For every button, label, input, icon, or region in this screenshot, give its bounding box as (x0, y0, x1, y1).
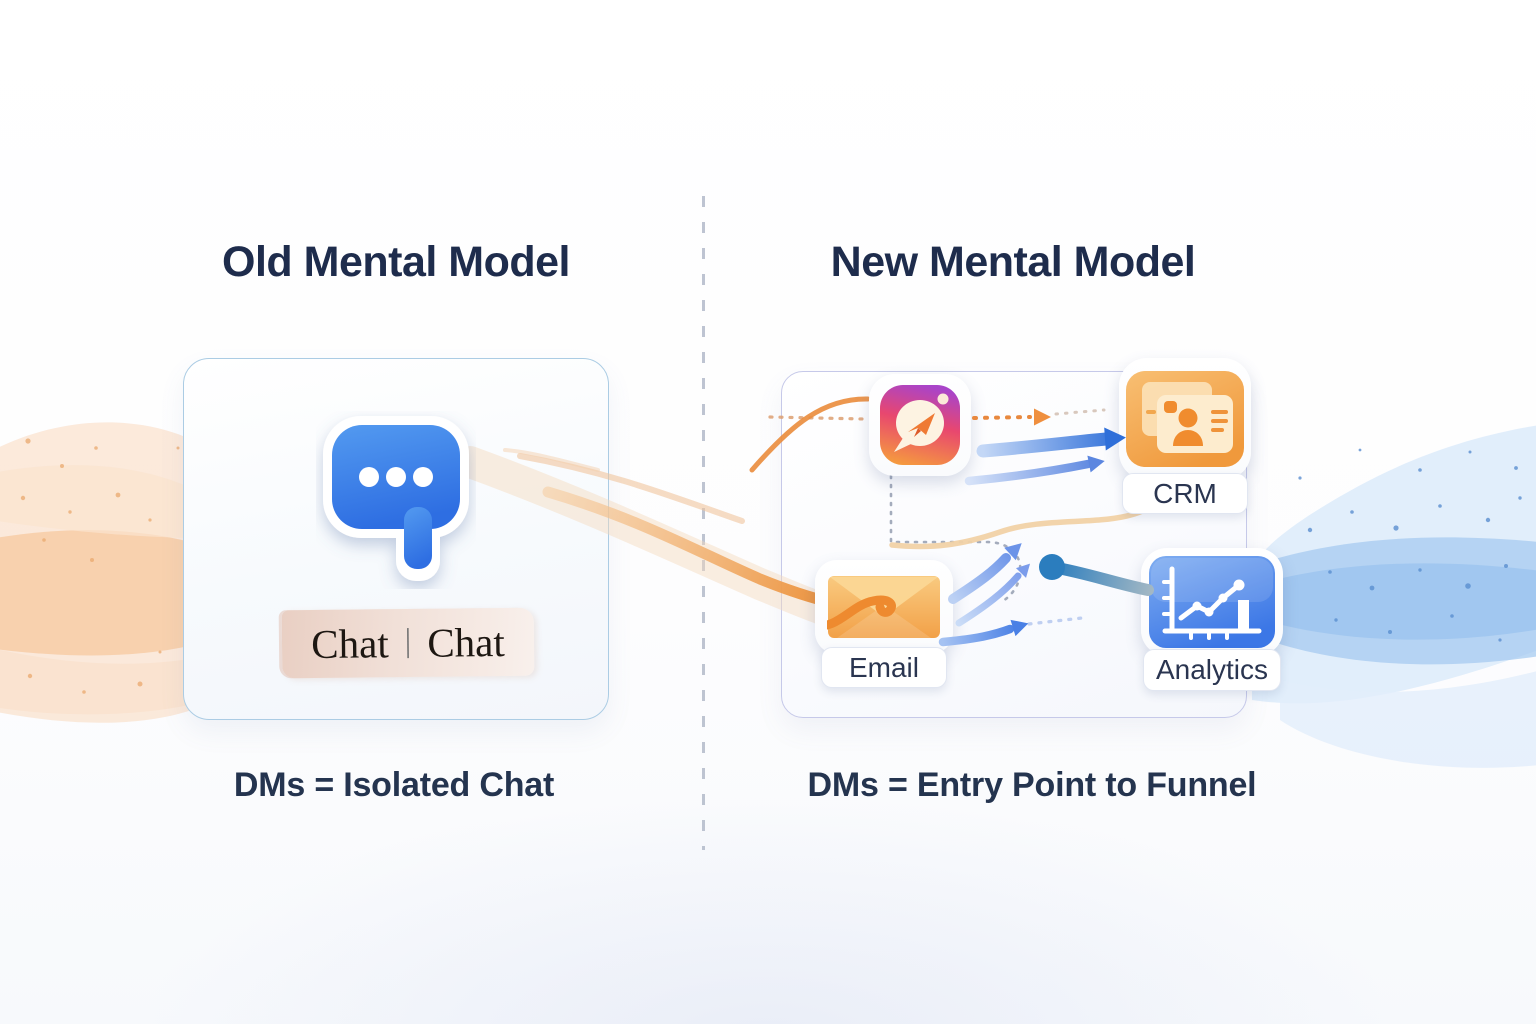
new-model-title: New Mental Model (830, 238, 1196, 286)
instagram-dm-node (869, 374, 971, 476)
chat-bubble-icon (323, 416, 469, 581)
crm-label: CRM (1122, 473, 1248, 514)
new-model-caption: DMs = Entry Point to Funnel (807, 766, 1257, 804)
old-model-caption: DMs = Isolated Chat (233, 766, 555, 804)
instagram-dm-sticker (869, 374, 971, 476)
crm-sticker (1119, 358, 1251, 480)
old-model-title: Old Mental Model (222, 238, 570, 286)
bar-line-chart-icon (1149, 556, 1275, 648)
right-speckles (1298, 448, 1522, 642)
contact-card-icon (1126, 371, 1244, 467)
email-sticker (815, 560, 953, 654)
crm-node: CRM (1119, 358, 1251, 514)
center-dashed-divider (702, 196, 705, 850)
chat-brush-highlight: Chat | Chat (281, 607, 535, 679)
analytics-label: Analytics (1143, 649, 1281, 691)
old-model-card: Chat | Chat (183, 358, 609, 720)
chat-chat-label: Chat | Chat (311, 618, 505, 668)
analytics-sticker (1141, 548, 1283, 656)
envelope-icon (827, 576, 940, 638)
new-model-panel: CRM Email (768, 358, 1283, 718)
chat-label-left: Chat (311, 620, 389, 668)
analytics-node: Analytics (1141, 548, 1283, 691)
email-node: Email (815, 560, 953, 688)
email-label: Email (821, 647, 947, 688)
chat-label-right: Chat (427, 618, 505, 666)
chat-label-separator: | (404, 622, 412, 659)
instagram-dm-icon (880, 385, 960, 465)
